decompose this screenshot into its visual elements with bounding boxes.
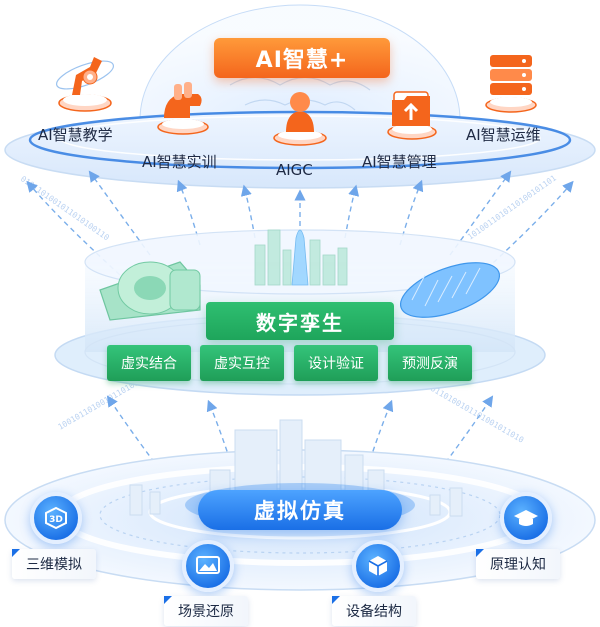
top-item-label-3: AIGC <box>276 161 313 179</box>
sim-item-label-1: 三维模拟 <box>12 549 96 579</box>
sim-item-label-2: 场景还原 <box>164 596 248 626</box>
top-item-label-1: AI智慧教学 <box>38 126 113 144</box>
virtual-simulation-title: 虚拟仿真 <box>198 490 402 530</box>
twin-tag-4: 预测反演 <box>388 345 472 381</box>
svg-text:0101101001011010100110: 0101101001011010100110 <box>19 174 111 242</box>
hand-tools-icon <box>157 82 209 135</box>
digital-twin-title: 数字孪生 <box>206 302 394 340</box>
svg-text:0110100101101001011010: 0110100101101001011010 <box>429 384 525 445</box>
hexagon-box-icon <box>352 540 404 592</box>
turbine-model-left <box>99 261 201 321</box>
rotor-model-right <box>399 262 501 318</box>
landscape-icon <box>182 540 234 592</box>
top-item-label-5: AI智慧运维 <box>466 126 541 144</box>
svg-text:1010011010110100101101: 1010011010110100101101 <box>466 173 558 241</box>
svg-text:3D: 3D <box>49 515 63 525</box>
folder-upload-icon <box>387 91 437 140</box>
top-item-label-4: AI智慧管理 <box>362 153 437 171</box>
ai-smart-banner: AI智慧+ <box>214 38 390 78</box>
twin-tag-3: 设计验证 <box>294 345 378 381</box>
robot-arm-icon <box>56 57 114 112</box>
sim-item-label-3: 设备结构 <box>332 596 416 626</box>
twin-tag-2: 虚实互控 <box>200 345 284 381</box>
cube-3d-icon: 3D <box>30 492 82 544</box>
top-item-label-2: AI智慧实训 <box>142 153 217 171</box>
graduation-cap-icon <box>500 492 552 544</box>
sim-item-label-4: 原理认知 <box>476 549 560 579</box>
server-stack-icon <box>485 55 537 113</box>
twin-tag-1: 虚实结合 <box>107 345 191 381</box>
chess-piece-icon <box>273 92 327 146</box>
